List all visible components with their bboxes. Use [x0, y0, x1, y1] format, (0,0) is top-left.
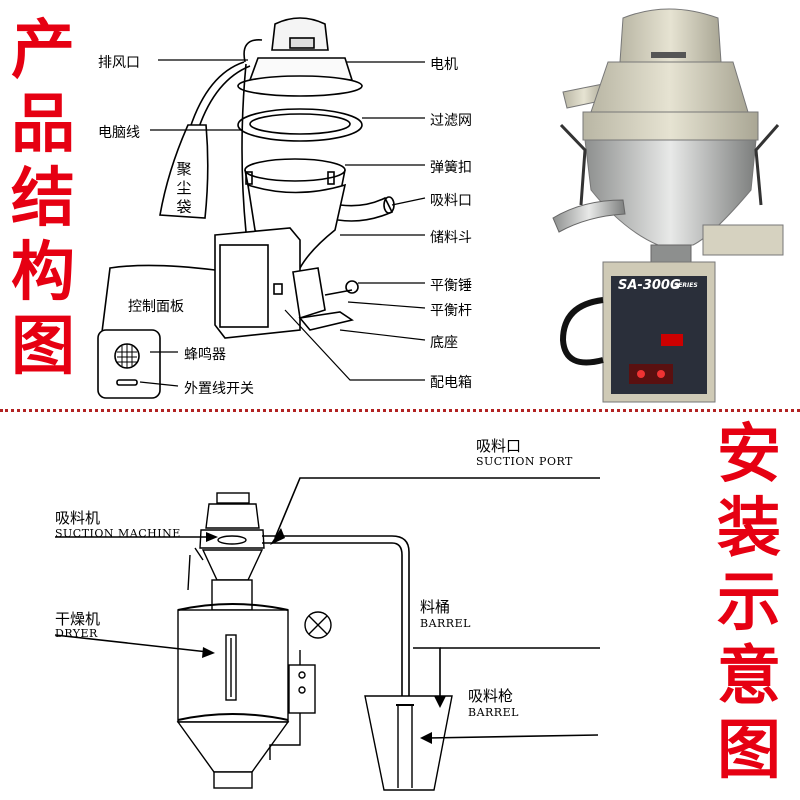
installation-drawing: [54, 477, 600, 791]
structure-title-char: 构: [11, 236, 75, 310]
label-control-panel: 控制面板: [128, 299, 184, 315]
product-series: SERIES: [674, 282, 698, 289]
label-motor: 电机: [430, 57, 458, 73]
install-label-suction-port-en: SUCTION PORT: [476, 455, 573, 468]
install-title-char: 安: [717, 418, 781, 492]
install-label-suction-machine-en: SUCTION MACHINE: [55, 527, 181, 540]
install-label-suction-port-cn: 吸料口: [476, 437, 522, 455]
structure-title-char: 图: [11, 310, 75, 384]
install-label-suction-machine-cn: 吸料机: [55, 509, 101, 527]
install-label-gun-cn: 吸料枪: [468, 687, 514, 705]
install-title-char: 示: [717, 566, 781, 640]
label-exhaust: 排风口: [98, 55, 140, 71]
structure-title-char: 品: [11, 88, 75, 162]
install-label-dryer-en: DRYER: [55, 627, 98, 640]
label-distribution-box: 配电箱: [430, 375, 472, 391]
install-title-char: 意: [717, 640, 781, 714]
label-base: 底座: [430, 335, 458, 351]
label-hopper: 储料斗: [430, 230, 472, 246]
label-counterweight: 平衡锤: [430, 278, 472, 294]
structure-title-char: 产: [11, 14, 75, 88]
product-model: SA-300G: [618, 278, 681, 293]
install-label-barrel-cn: 料桶: [420, 598, 451, 616]
label-computer-cable: 电脑线: [98, 125, 140, 141]
label-external-switch: 外置线开关: [184, 381, 254, 397]
label-balance-rod: 平衡杆: [430, 303, 472, 319]
product-photo: SA-300G SERIES: [543, 0, 800, 405]
structure-title: 产 品 结 构 图: [6, 14, 80, 384]
label-dust-bag: 聚尘袋: [176, 160, 192, 216]
structure-title-char: 结: [11, 162, 75, 236]
label-filter: 过滤网: [430, 113, 472, 129]
section-divider: [0, 409, 800, 412]
exploded-structure-drawing: [97, 17, 426, 399]
label-suction-inlet: 吸料口: [430, 193, 472, 209]
install-label-dryer-cn: 干燥机: [55, 610, 101, 628]
install-title: 安 装 示 意 图: [706, 418, 792, 788]
label-spring-buckle: 弹簧扣: [430, 160, 472, 176]
install-title-char: 装: [717, 492, 781, 566]
install-title-char: 图: [717, 714, 781, 788]
label-buzzer: 蜂鸣器: [184, 347, 226, 363]
install-label-barrel-en: BARREL: [420, 617, 471, 630]
install-label-gun-en: BARREL: [468, 706, 519, 719]
